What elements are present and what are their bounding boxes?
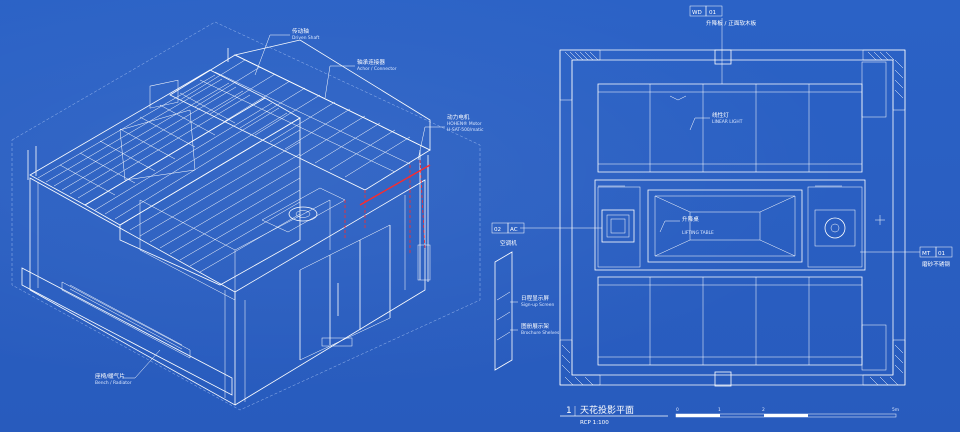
- tag-ac-num: 02: [494, 227, 501, 233]
- callout-driven-shaft-zh: 传动轴: [292, 27, 309, 35]
- lifting-table-zh: 升降桌: [682, 215, 699, 223]
- callout-driven-shaft-en: Driven Shaft: [292, 35, 320, 41]
- callout-bench-en: Bench / Radiator: [95, 380, 132, 386]
- linear-light-en: LINEAR LIGHT: [712, 119, 743, 125]
- callout-screen-zh: 日程显示屏: [521, 294, 549, 302]
- tag-wd-num: 01: [709, 10, 717, 16]
- callout-motor-zh: 动力电机: [447, 113, 470, 121]
- scalebar-tick-2: 2: [762, 407, 765, 413]
- drawing-title: 天花投影平面: [580, 404, 634, 416]
- lifting-table-en: LIFTING TABLE: [682, 230, 714, 236]
- tag-ac-label: 空调机: [500, 239, 517, 247]
- linear-light-zh: 线性灯: [712, 111, 729, 119]
- drawing-number: 1: [566, 406, 572, 416]
- tag-mt-label: 磨砂不锈钢: [922, 260, 950, 268]
- drawing-scale: RCP 1:100: [580, 420, 609, 426]
- tag-ac-code: AC: [510, 227, 518, 233]
- callout-connector-en: Achor / Connector: [357, 66, 397, 72]
- scalebar-tick-1: 1: [718, 407, 721, 413]
- callout-screen-en: Sign-up Screen: [521, 302, 554, 308]
- callout-motor-en: HOHEN® Motor: [447, 120, 482, 127]
- scalebar-tick-0: 0: [676, 407, 679, 413]
- scalebar-tick-5: 5m: [892, 407, 899, 413]
- callout-shelves-zh: 图册展示架: [521, 322, 549, 330]
- callout-motor-model: H-SAT-500/matic: [447, 127, 484, 133]
- tag-wd-code: WD: [692, 10, 702, 16]
- callout-bench-zh: 座椅/暖气片: [95, 372, 125, 380]
- callout-connector-zh: 轴承连接器: [357, 58, 385, 66]
- tag-wd-label: 升降板 / 正面软木板: [706, 19, 757, 27]
- tag-mt-code: MT: [922, 251, 931, 257]
- callout-shelves-en: Brochure Shelves: [521, 330, 560, 336]
- tag-mt-num: 01: [938, 251, 946, 257]
